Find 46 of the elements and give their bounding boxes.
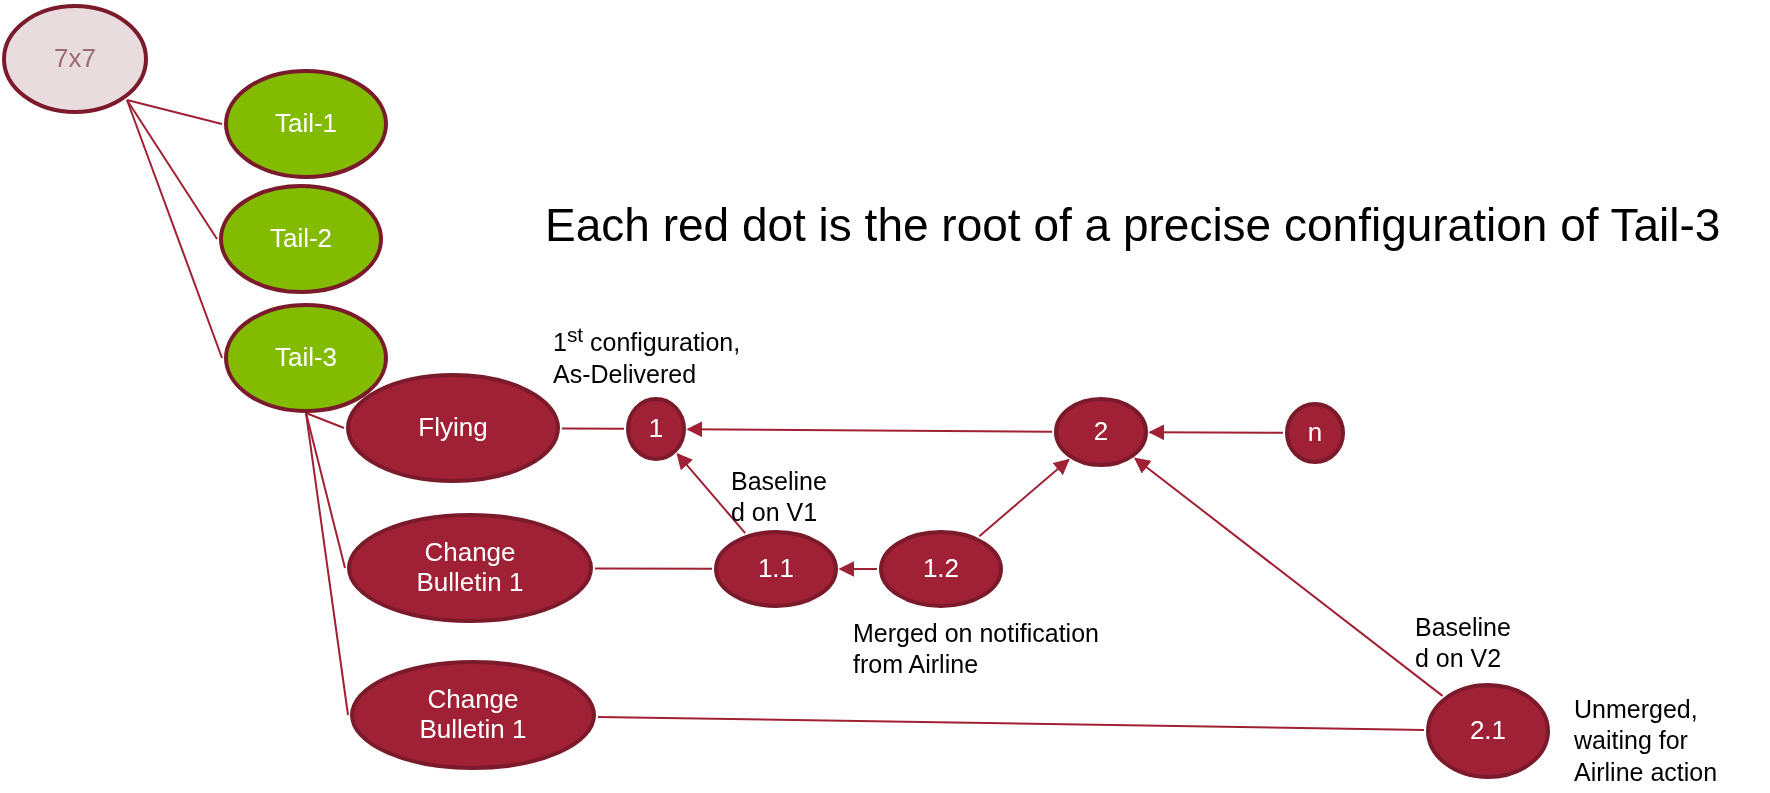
connector-line: [126, 99, 218, 240]
connector-line: [594, 567, 713, 570]
ellipse-node: [350, 660, 596, 770]
arrow: [686, 421, 1053, 438]
annotation: Unmerged, waiting for Airline action: [1574, 694, 1719, 788]
node-label: 7x7: [53, 44, 97, 74]
connector-line: [305, 412, 349, 716]
node-label: n: [1306, 418, 1324, 448]
annotation: Baseline d on V2: [1415, 612, 1512, 675]
annotation: 1$^{st}$ configuration, As-Delivered: [553, 322, 742, 390]
connector-line: [561, 427, 625, 430]
node-label: 1.2: [921, 554, 961, 584]
node-label: 1: [647, 414, 665, 444]
ellipse-node: [714, 530, 838, 608]
ellipse-node: [879, 530, 1003, 608]
node-label: Tail-2: [268, 224, 334, 254]
connector-line: [596, 715, 1425, 731]
node-label: Tail-1: [273, 109, 339, 139]
node-label: Flying: [417, 413, 489, 443]
arrow: [838, 561, 878, 577]
connector-line: [305, 412, 346, 569]
arrow: [676, 452, 747, 535]
ellipse-node: [1054, 397, 1148, 467]
ellipse-node: [224, 303, 388, 413]
connector-line: [305, 412, 345, 429]
ellipse-node: [1426, 683, 1550, 779]
arrow: [978, 458, 1070, 538]
node-label: Tail-3: [273, 343, 339, 373]
ellipse-node: [219, 184, 383, 294]
node-label: Change Bulletin 1: [415, 538, 525, 598]
arrow: [1134, 457, 1444, 697]
title: Each red dot is the root of a precise configuration of Tail-3: [545, 198, 1721, 252]
node-label: 1.1: [756, 554, 796, 584]
arrow: [1148, 424, 1284, 441]
annotation: Merged on notification from Airline: [853, 618, 1100, 681]
ellipse-node: [347, 513, 593, 623]
node-label: 2: [1092, 417, 1110, 447]
node-label: 2.1: [1468, 716, 1508, 746]
ellipse-node: [626, 397, 686, 461]
connector-line: [126, 99, 223, 125]
ellipse-node: [1285, 402, 1345, 464]
ellipse-node: [224, 69, 388, 179]
ellipse-node: [2, 4, 148, 114]
connector-line: [126, 99, 223, 359]
annotation: Baseline d on V1: [731, 466, 828, 529]
node-label: Change Bulletin 1: [418, 685, 528, 745]
